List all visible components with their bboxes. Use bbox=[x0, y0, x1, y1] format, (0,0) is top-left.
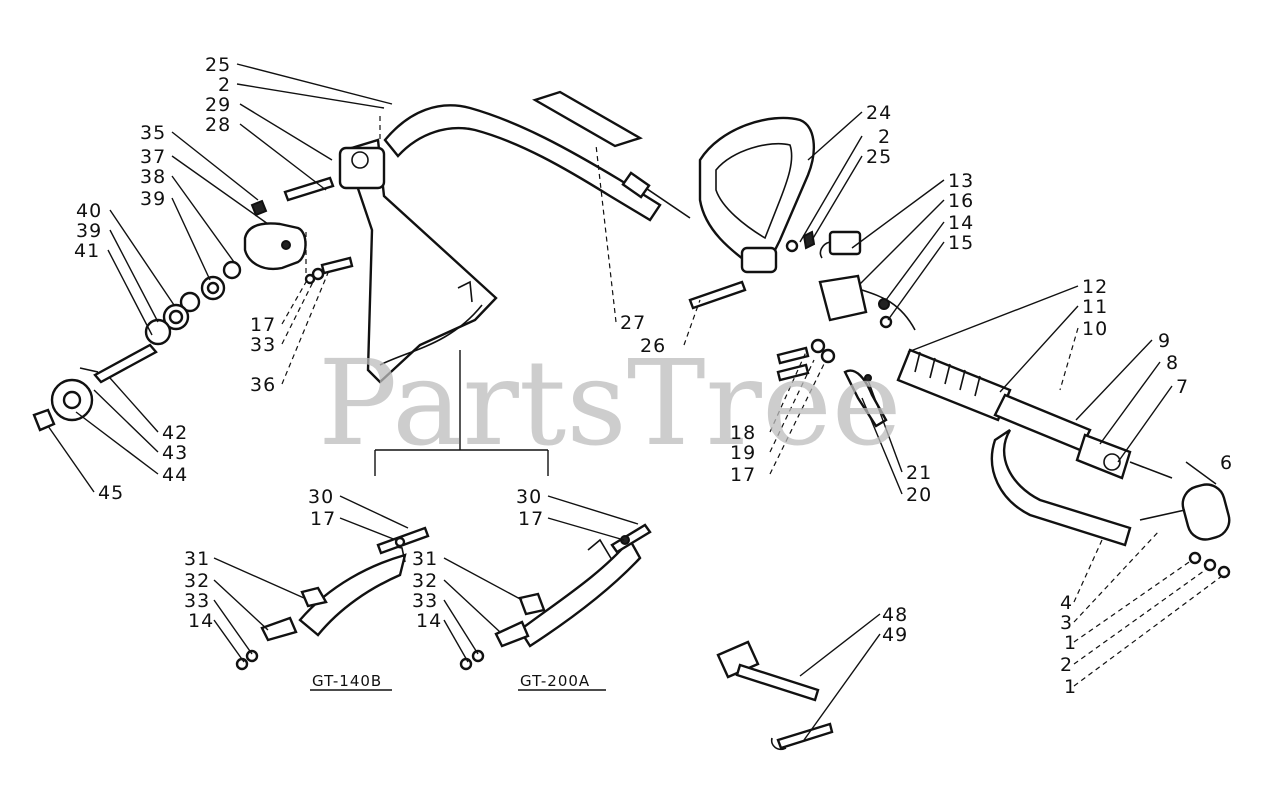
callout: 26 bbox=[640, 335, 666, 357]
callout: 38 bbox=[140, 166, 166, 188]
callout: 32 bbox=[412, 570, 438, 592]
callout: 4 bbox=[1060, 592, 1073, 614]
callout: 31 bbox=[184, 548, 210, 570]
callout: 17 bbox=[250, 314, 276, 336]
callout: 21 bbox=[906, 462, 932, 484]
callout: 25 bbox=[205, 54, 231, 76]
callout: 18 bbox=[730, 422, 756, 444]
callout: 2 bbox=[218, 74, 231, 96]
callout: 35 bbox=[140, 122, 166, 144]
callout: 32 bbox=[184, 570, 210, 592]
callout: 45 bbox=[98, 482, 124, 504]
callout: 14 bbox=[416, 610, 442, 632]
callout: 39 bbox=[140, 188, 166, 210]
callout: 24 bbox=[866, 102, 892, 124]
callout-labels: 25 2 29 28 35 37 38 39 40 39 41 42 43 44… bbox=[74, 54, 1233, 698]
callout: 25 bbox=[866, 146, 892, 168]
callout: 16 bbox=[948, 190, 974, 212]
callout: 33 bbox=[412, 590, 438, 612]
callout: 11 bbox=[1082, 296, 1108, 318]
callout: 41 bbox=[74, 240, 100, 262]
leader-lines bbox=[47, 63, 1223, 741]
callout: 49 bbox=[882, 624, 908, 646]
callout: 3 bbox=[1060, 612, 1073, 634]
model-label-gt-200a: GT-200A bbox=[520, 672, 590, 690]
callout: 31 bbox=[412, 548, 438, 570]
callout: 29 bbox=[205, 94, 231, 116]
callout: 17 bbox=[310, 508, 336, 530]
callout: 7 bbox=[1176, 376, 1189, 398]
callout: 12 bbox=[1082, 276, 1108, 298]
callout: 40 bbox=[76, 200, 102, 222]
callout: 9 bbox=[1158, 330, 1171, 352]
callout: 37 bbox=[140, 146, 166, 168]
callout: 30 bbox=[308, 486, 334, 508]
callout: 33 bbox=[184, 590, 210, 612]
callout: 13 bbox=[948, 170, 974, 192]
callout: 27 bbox=[620, 312, 646, 334]
callout: 1 bbox=[1064, 632, 1077, 654]
callout: 2 bbox=[1060, 654, 1073, 676]
callout: 17 bbox=[730, 464, 756, 486]
callout: 6 bbox=[1220, 452, 1233, 474]
model-label-gt-140b: GT-140B bbox=[312, 672, 382, 690]
callout: 1 bbox=[1064, 676, 1077, 698]
callout: 44 bbox=[162, 464, 188, 486]
callout: 36 bbox=[250, 374, 276, 396]
callout: 28 bbox=[205, 114, 231, 136]
callout: 17 bbox=[518, 508, 544, 530]
callout: 33 bbox=[250, 334, 276, 356]
callout: 14 bbox=[948, 212, 974, 234]
callout: 15 bbox=[948, 232, 974, 254]
callout: 39 bbox=[76, 220, 102, 242]
callout: 48 bbox=[882, 604, 908, 626]
callout: 10 bbox=[1082, 318, 1108, 340]
part-drawings bbox=[32, 90, 1231, 751]
callout: 43 bbox=[162, 442, 188, 464]
callout: 20 bbox=[906, 484, 932, 506]
callout: 8 bbox=[1166, 352, 1179, 374]
callout: 30 bbox=[516, 486, 542, 508]
callout: 14 bbox=[188, 610, 214, 632]
callout: 42 bbox=[162, 422, 188, 444]
callout: 19 bbox=[730, 442, 756, 464]
callout: 2 bbox=[878, 126, 891, 148]
watermark: PartsTree bbox=[318, 334, 902, 472]
